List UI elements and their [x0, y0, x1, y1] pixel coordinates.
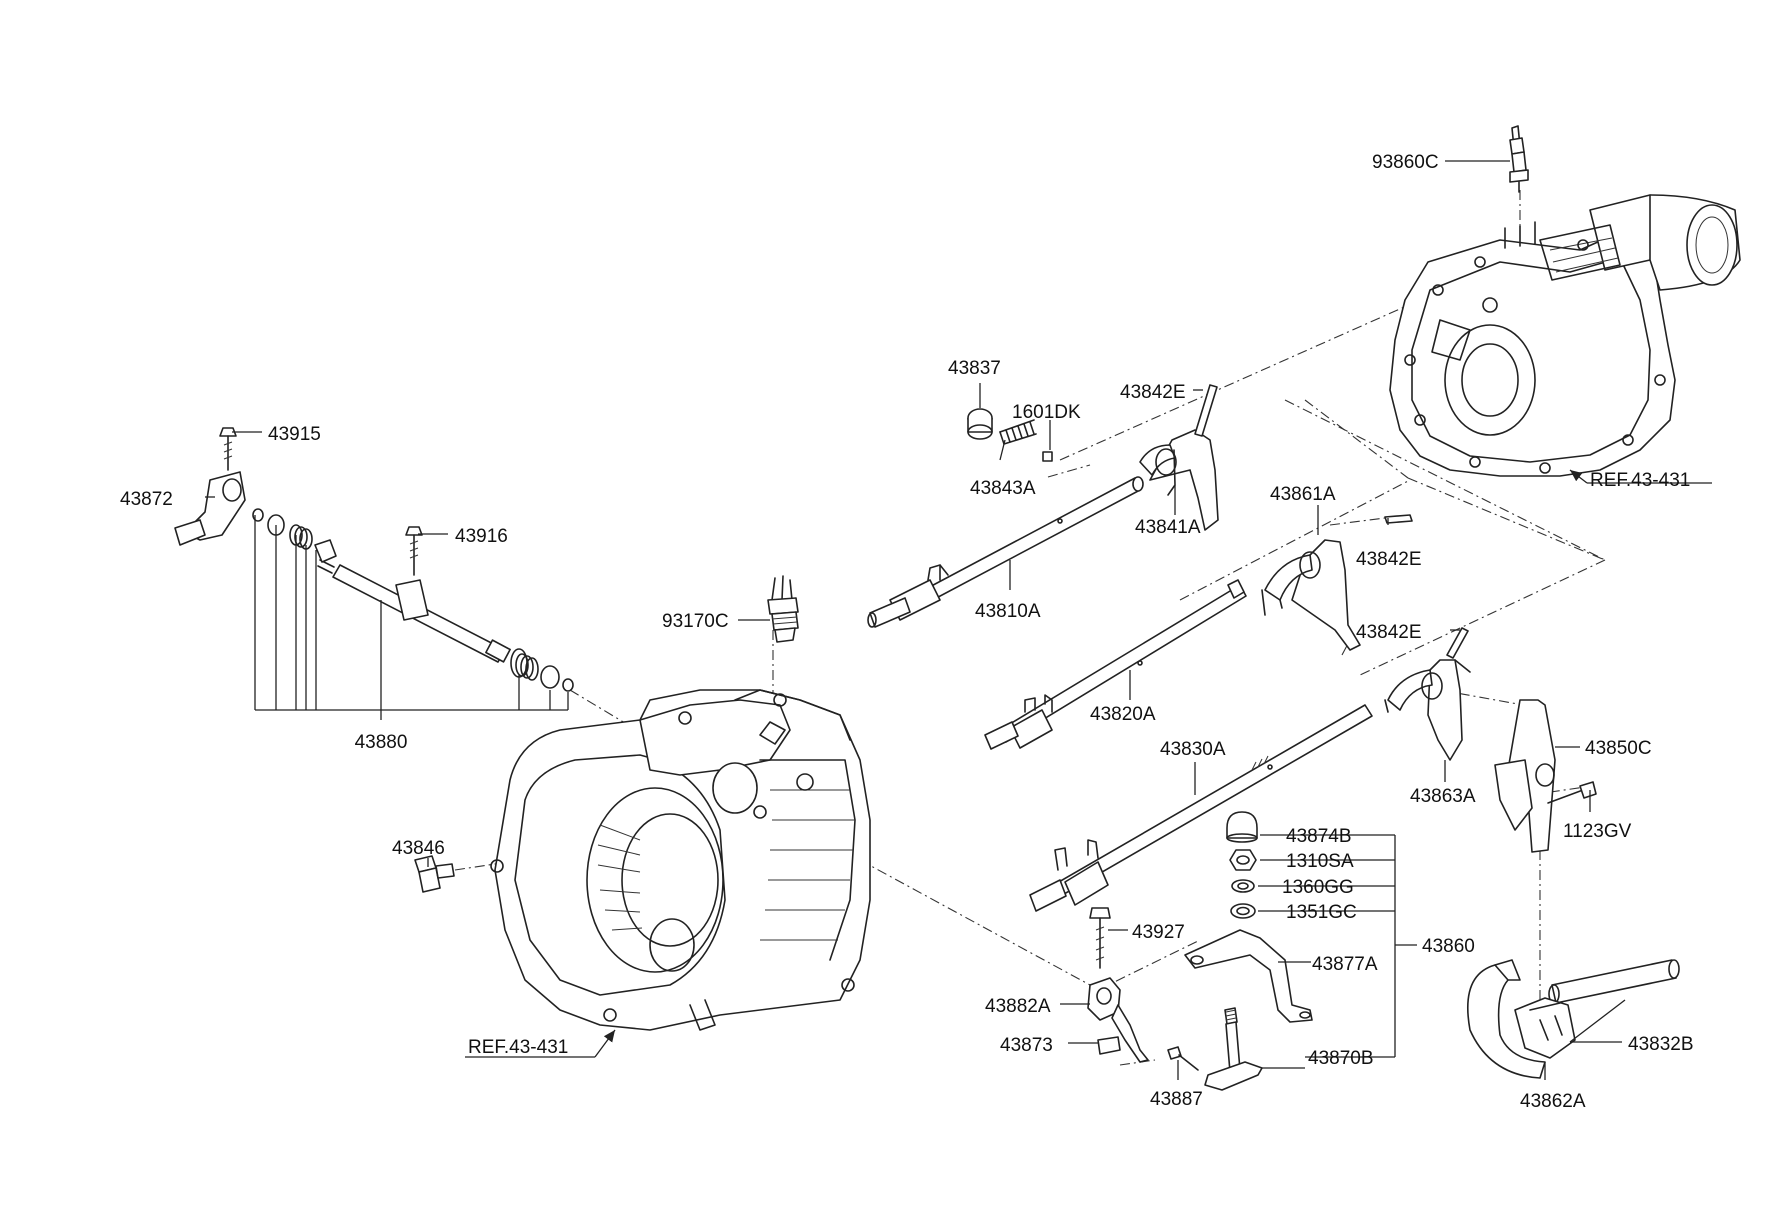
- label-1123GV: 1123GV: [1563, 821, 1632, 842]
- label-43927: 43927: [1132, 922, 1185, 943]
- lever-43882A: [1087, 977, 1149, 1063]
- shift-rail-43830A: [1029, 704, 1373, 912]
- label-43880: 43880: [355, 732, 408, 753]
- shift-fork-43841A: [1139, 429, 1219, 531]
- label-43810A: 43810A: [975, 601, 1041, 622]
- label-43870B: 43870B: [1308, 1048, 1374, 1069]
- label-43862A: 43862A: [1520, 1091, 1586, 1112]
- rear-transmission-case: [1389, 194, 1741, 477]
- label-43863A: 43863A: [1410, 786, 1476, 807]
- label-43830A: 43830A: [1160, 739, 1226, 760]
- pivot-post-43870B: [1204, 1007, 1263, 1091]
- label-43916: 43916: [455, 526, 508, 547]
- sensor-93860C: [1509, 125, 1529, 193]
- label-43846: 43846: [392, 838, 445, 859]
- label-43872: 43872: [120, 489, 173, 510]
- label-43837: 43837: [948, 358, 1001, 379]
- nut-1310SA: [1229, 849, 1257, 871]
- label-43877A: 43877A: [1312, 954, 1378, 975]
- label-43842E-middle: 43842E: [1356, 549, 1422, 570]
- label-ref-front: REF.43-431: [468, 1037, 568, 1058]
- clip-43873: [1097, 1036, 1121, 1055]
- part-labels: 93860C 43837 1601DK 43842E 43843A 43841A…: [120, 152, 1694, 1112]
- shift-rail-43810A: [867, 476, 1144, 628]
- label-1310SA: 1310SA: [1286, 851, 1354, 872]
- label-ref-rear: REF.43-431: [1590, 470, 1690, 491]
- label-43860: 43860: [1422, 936, 1475, 957]
- bolt-43927: [1089, 907, 1111, 969]
- bracket-43877A: [1184, 929, 1313, 1023]
- rod-43832B: [1548, 959, 1680, 1004]
- plug-43837: [967, 408, 993, 440]
- label-93170C: 93170C: [662, 611, 729, 632]
- shift-fork-43863A: [1384, 659, 1471, 761]
- shift-control-rod-assembly: [252, 508, 574, 692]
- leader-lines: [205, 160, 1712, 1080]
- shift-rail-43820A: [984, 579, 1247, 750]
- leader-43880-bracket: [254, 515, 569, 720]
- label-43861A: 43861A: [1270, 484, 1336, 505]
- label-43850C: 43850C: [1585, 738, 1652, 759]
- label-43842E-lower: 43842E: [1356, 622, 1422, 643]
- label-43820A: 43820A: [1090, 704, 1156, 725]
- washer-1360GG: [1231, 879, 1255, 893]
- label-93860C: 93860C: [1372, 152, 1439, 173]
- washer-1351GC: [1230, 903, 1256, 919]
- ball-1601DK: [1042, 451, 1053, 462]
- select-lever-43872: [174, 471, 246, 546]
- sensor-93170C: [767, 575, 799, 643]
- spring-43843A: [999, 419, 1037, 445]
- plug-43846: [414, 855, 455, 893]
- label-43874B: 43874B: [1286, 826, 1352, 847]
- label-43915: 43915: [268, 424, 321, 445]
- shift-fork-43862A: [1467, 959, 1576, 1079]
- label-43887: 43887: [1150, 1089, 1203, 1110]
- label-1601DK: 1601DK: [1012, 402, 1081, 423]
- bolt-43915: [219, 427, 237, 471]
- pin-43842E-lower: [1446, 627, 1469, 659]
- label-1360GG: 1360GG: [1282, 877, 1354, 898]
- bolt-43887: [1167, 1046, 1199, 1071]
- label-43841A: 43841A: [1135, 517, 1201, 538]
- label-43843A: 43843A: [970, 478, 1036, 499]
- interlock-plate-43850C: [1494, 699, 1556, 853]
- bolt-1123GV: [1547, 781, 1597, 804]
- pin-43842E-upper: [1194, 384, 1218, 437]
- label-1351GC: 1351GC: [1286, 902, 1357, 923]
- bolt-43916: [405, 526, 423, 576]
- cap-43874B: [1226, 811, 1258, 843]
- label-43832B: 43832B: [1628, 1034, 1694, 1055]
- pin-43842E-middle: [1384, 514, 1413, 524]
- label-43882A: 43882A: [985, 996, 1051, 1017]
- label-43873: 43873: [1000, 1035, 1053, 1056]
- label-43842E-upper: 43842E: [1120, 382, 1186, 403]
- shift-fork-43861A: [1261, 539, 1361, 651]
- front-transmission-case: [490, 689, 871, 1031]
